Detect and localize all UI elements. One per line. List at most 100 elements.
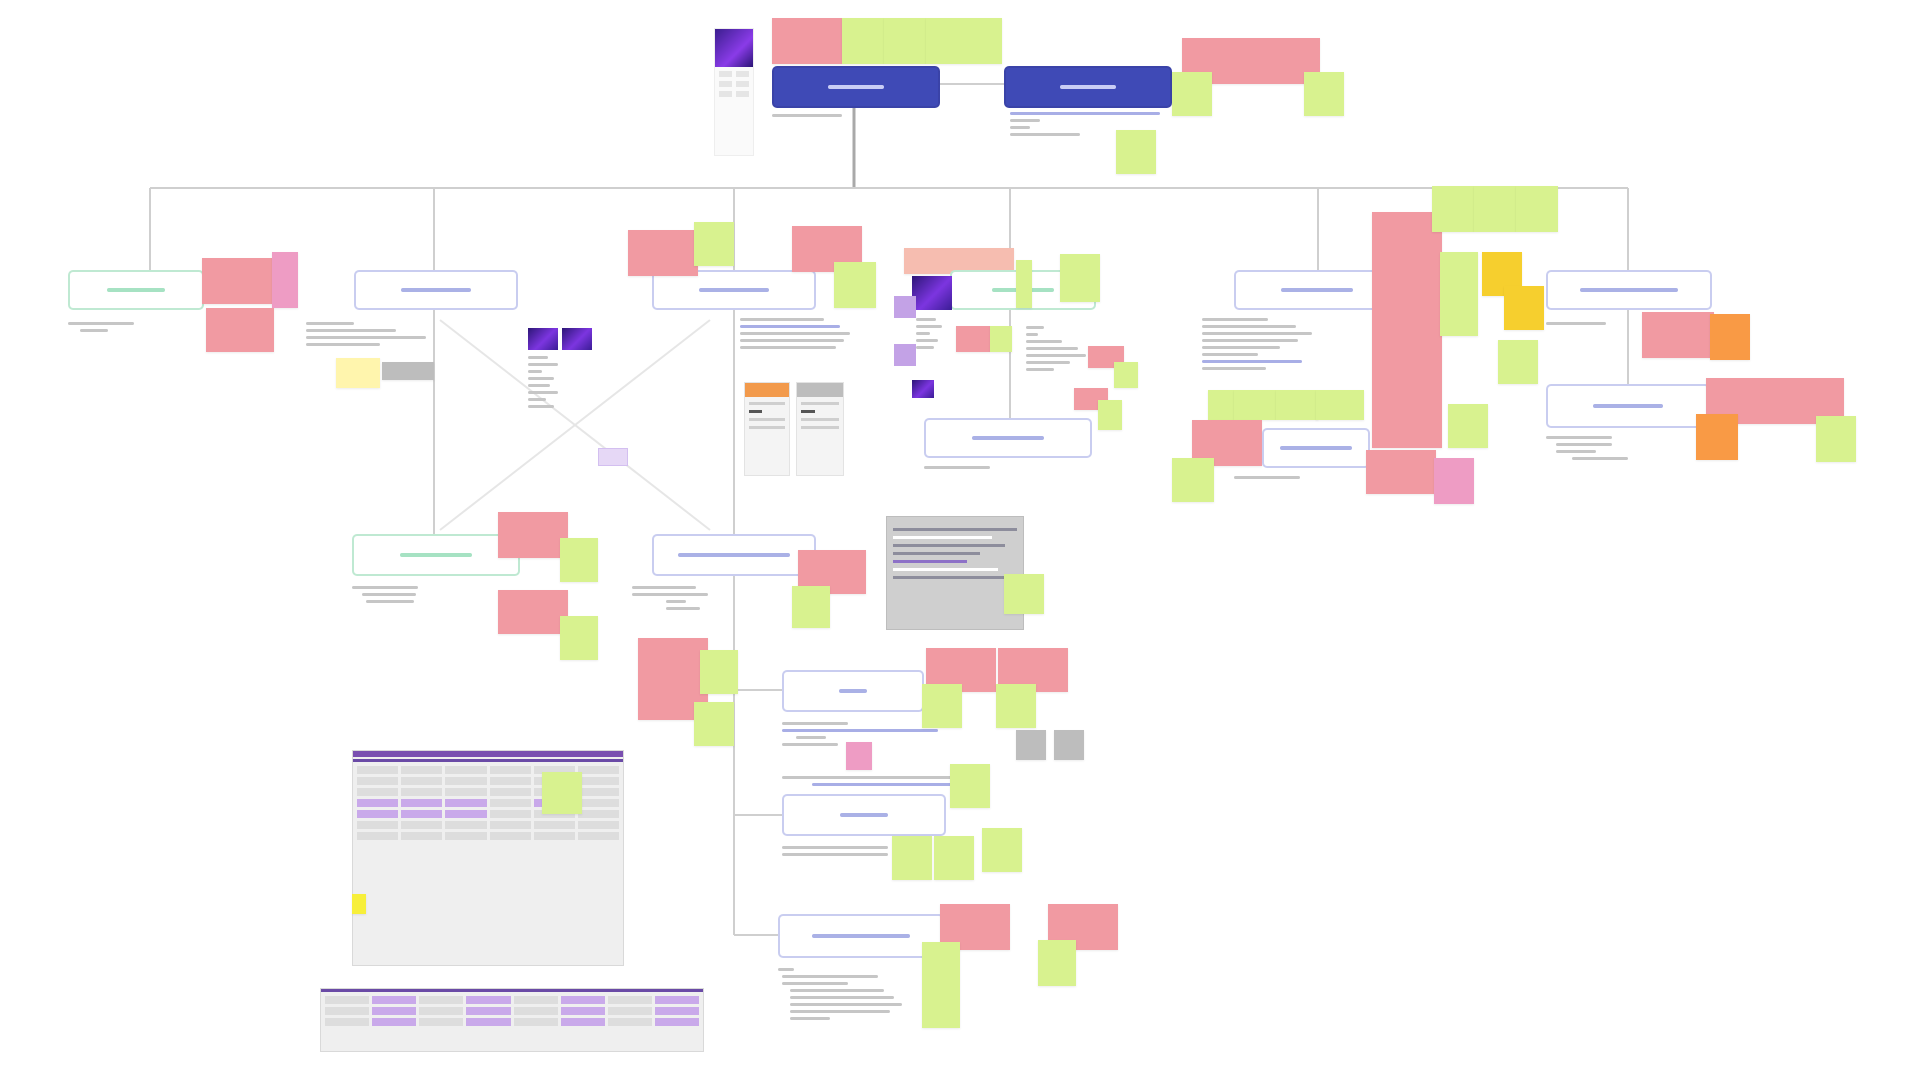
sticky-note[interactable] <box>926 18 1002 64</box>
sticky-note[interactable] <box>1504 286 1544 330</box>
sticky-note[interactable] <box>1440 252 1478 336</box>
sticky-note[interactable] <box>1234 390 1276 420</box>
sticky-note[interactable] <box>498 512 568 558</box>
app-screen-mockup[interactable] <box>796 382 844 476</box>
subtree-node-1-notes <box>782 722 942 746</box>
sticky-note[interactable] <box>1434 458 1474 504</box>
sticky-note[interactable] <box>1696 414 1738 460</box>
branch-node-4-child-label <box>971 436 1045 440</box>
sticky-note[interactable] <box>352 894 366 914</box>
sticky-note[interactable] <box>1432 186 1474 232</box>
sticky-note[interactable] <box>272 252 298 308</box>
sticky-note[interactable] <box>950 764 990 808</box>
root-peer-node[interactable] <box>1004 66 1172 108</box>
sticky-note[interactable] <box>206 308 274 352</box>
sticky-note[interactable] <box>1372 212 1442 448</box>
root-node-notes <box>772 114 842 117</box>
sticky-note[interactable] <box>542 772 582 814</box>
sticky-note[interactable] <box>694 702 734 746</box>
branch-node-5-child-label <box>1279 446 1353 450</box>
screenshot-thumbnail[interactable] <box>562 328 592 350</box>
sticky-note[interactable] <box>700 650 738 694</box>
branch-node-6-child[interactable] <box>1546 384 1710 428</box>
sticky-note[interactable] <box>1498 340 1538 384</box>
sticky-note[interactable] <box>1710 314 1750 360</box>
branch-node-2[interactable] <box>354 270 518 310</box>
sticky-note[interactable] <box>1448 404 1488 448</box>
color-swatch[interactable] <box>894 296 916 318</box>
sticky-note[interactable] <box>1172 72 1212 116</box>
sticky-note[interactable] <box>382 362 434 380</box>
branch-node-6[interactable] <box>1546 270 1712 310</box>
sticky-note[interactable] <box>772 18 842 64</box>
sticky-note[interactable] <box>834 262 876 308</box>
sticky-note[interactable] <box>628 230 698 276</box>
app-screen-mockup[interactable] <box>744 382 790 476</box>
sticky-note[interactable] <box>922 684 962 728</box>
sticky-note[interactable] <box>1304 72 1344 116</box>
color-swatch[interactable] <box>894 344 916 366</box>
placeholder-chip[interactable] <box>598 448 628 466</box>
sticky-note[interactable] <box>982 828 1022 872</box>
sticky-note[interactable] <box>842 18 884 64</box>
sticky-note[interactable] <box>792 586 830 628</box>
sticky-note[interactable] <box>934 836 974 880</box>
sticky-note[interactable] <box>884 18 926 64</box>
sticky-note[interactable] <box>1516 186 1558 232</box>
sticky-note[interactable] <box>1016 730 1046 760</box>
root-node[interactable] <box>772 66 940 108</box>
sticky-note[interactable] <box>1016 260 1032 308</box>
sticky-note[interactable] <box>560 538 598 582</box>
subtree-node-3-label <box>812 934 910 938</box>
sticky-note[interactable] <box>1366 450 1436 494</box>
branch-node-3-child-label <box>678 553 790 557</box>
sticky-note[interactable] <box>1276 390 1318 420</box>
sticky-note[interactable] <box>1208 390 1236 420</box>
branch-5-notes <box>1202 318 1322 370</box>
sticky-note[interactable] <box>1114 362 1138 388</box>
sticky-note[interactable] <box>892 836 932 880</box>
branch-node-3[interactable] <box>652 270 816 310</box>
subtree-node-3[interactable] <box>778 914 944 958</box>
root-phone-mockup[interactable] <box>714 28 754 156</box>
screenshot-thumbnail[interactable] <box>912 276 952 310</box>
sticky-note[interactable] <box>996 684 1036 728</box>
screenshot-thumbnail[interactable] <box>912 380 934 398</box>
screenshot-thumbnail[interactable] <box>528 328 558 350</box>
table-header-bar <box>321 989 703 992</box>
sticky-note[interactable] <box>1060 254 1100 302</box>
phone-hero-image <box>715 29 753 67</box>
sticky-note[interactable] <box>1642 312 1714 358</box>
sticky-note[interactable] <box>922 942 960 1028</box>
sticky-note[interactable] <box>694 222 734 266</box>
branch-node-4-child[interactable] <box>924 418 1092 458</box>
branch-node-3-child[interactable] <box>652 534 816 576</box>
sticky-note[interactable] <box>846 742 872 770</box>
sticky-note[interactable] <box>956 326 990 352</box>
sticky-note[interactable] <box>498 590 568 634</box>
sticky-note[interactable] <box>336 358 380 388</box>
subtree-node-2[interactable] <box>782 794 946 836</box>
sticky-note[interactable] <box>560 616 598 660</box>
branch-node-2-child[interactable] <box>352 534 520 576</box>
sticky-note[interactable] <box>904 248 1014 274</box>
sticky-note[interactable] <box>1172 458 1214 502</box>
sticky-note[interactable] <box>1004 574 1044 614</box>
subtree-node-1[interactable] <box>782 670 924 712</box>
sticky-note[interactable] <box>1316 390 1364 420</box>
sticky-note[interactable] <box>990 326 1012 352</box>
subtree-node-2-notes <box>782 846 892 856</box>
sticky-note[interactable] <box>1054 730 1084 760</box>
table-screenshot[interactable] <box>352 750 624 966</box>
text-panel[interactable] <box>886 516 1024 630</box>
sticky-note[interactable] <box>1816 416 1856 462</box>
branch-node-1[interactable] <box>68 270 204 310</box>
branch-node-5-child[interactable] <box>1262 428 1370 468</box>
sticky-note[interactable] <box>1098 400 1122 430</box>
table-screenshot[interactable] <box>320 988 704 1052</box>
sticky-note[interactable] <box>202 258 274 304</box>
sticky-note[interactable] <box>1474 186 1516 232</box>
sticky-note[interactable] <box>1038 940 1076 986</box>
sticky-note[interactable] <box>1116 130 1156 174</box>
